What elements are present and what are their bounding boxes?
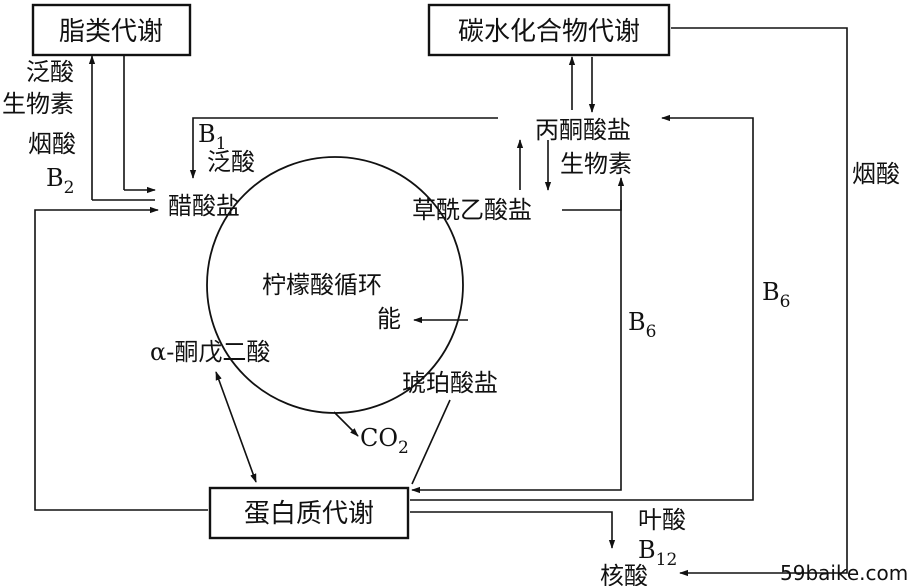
ketoglutarate-protein-arrow — [215, 371, 257, 483]
alpha-ketoglutarate-label: α-酮戊二酸 — [150, 338, 270, 366]
protein-to-pyruvate-arrow — [410, 114, 754, 501]
protein-metabolism-box: 蛋白质代谢 — [208, 486, 410, 540]
b6-inner-label: B6 — [628, 308, 656, 342]
protein-metabolism-label: 蛋白质代谢 — [244, 499, 374, 529]
protein-to-nucleic-arrow — [410, 511, 616, 549]
succinate-label: 琥珀酸盐 — [402, 369, 498, 397]
b2-label: B2 — [46, 164, 74, 198]
lipid-vitamin-pantothenic-label: 泛酸 — [26, 58, 74, 86]
lipid-vitamin-niacin-label: 烟酸 — [28, 130, 76, 158]
carbohydrate-metabolism-label: 碳水化合物代谢 — [458, 17, 640, 47]
succinate-protein-line — [411, 399, 451, 485]
co2-label: CO2 — [360, 424, 409, 458]
pyruvate-label: 丙酮酸盐 — [535, 116, 631, 144]
biotin-label: 生物素 — [560, 150, 632, 178]
lipid-metabolism-label: 脂类代谢 — [59, 17, 163, 47]
oxaloacetate-to-protein-arrow — [411, 200, 622, 494]
oxaloacetate-b6-arrow — [562, 177, 625, 211]
niacin-right-label: 烟酸 — [852, 160, 900, 188]
citric-acid-cycle-label: 柠檬酸循环 — [262, 271, 382, 299]
co2-arrow — [333, 411, 359, 437]
carbohydrate-metabolism-box: 碳水化合物代谢 — [427, 3, 671, 57]
carb-to-nucleic-arrow — [671, 27, 848, 577]
nucleic-acid-label: 核酸 — [600, 562, 648, 586]
b6-outer-label: B6 — [762, 278, 790, 312]
pantothenic-label: 泛酸 — [207, 148, 255, 176]
oxaloacetate-label: 草酰乙酸盐 — [412, 196, 532, 224]
watermark-label: 59baike.com — [780, 561, 908, 585]
b12-label: B12 — [638, 536, 677, 570]
acetate-label: 醋酸盐 — [168, 192, 240, 220]
lipid-metabolism-box: 脂类代谢 — [31, 3, 192, 57]
lipid-vitamin-biotin-label: 生物素 — [2, 90, 74, 118]
energy-label: 能 — [377, 305, 401, 333]
pyruvate-to-acetate-arrow — [189, 117, 498, 179]
connectors — [34, 27, 848, 577]
folic-acid-label: 叶酸 — [638, 506, 686, 534]
b1-label: B1 — [198, 120, 226, 154]
protein-to-acetate-arrow — [34, 206, 208, 511]
